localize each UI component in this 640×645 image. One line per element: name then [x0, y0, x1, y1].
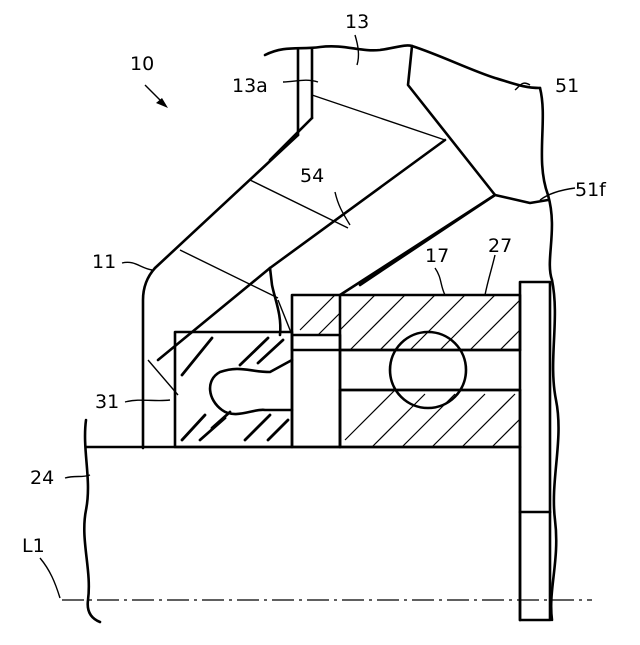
label-L1: L1 — [22, 535, 45, 557]
bearing-assembly — [292, 282, 550, 620]
shaft-24 — [84, 420, 520, 622]
housing-13-upper-diagonal — [270, 118, 312, 160]
housing-13-break-line — [265, 45, 412, 55]
bearing-ball — [390, 332, 466, 408]
housing-13 — [148, 45, 495, 395]
shaft-24-left-break — [84, 420, 100, 622]
label-51f: 51f — [575, 179, 607, 201]
part-51f-face — [495, 195, 548, 203]
label-10: 10 — [130, 53, 154, 75]
housing-13-section-line-4 — [148, 360, 178, 395]
seal-31-lip — [210, 360, 292, 414]
seal-31-hatch — [182, 338, 288, 440]
label-11: 11 — [92, 251, 116, 273]
label-27: 27 — [488, 235, 512, 257]
label-24: 24 — [30, 467, 54, 489]
part-54-upper-edge — [270, 140, 445, 268]
part-11 — [143, 268, 270, 448]
bearing-spacer — [292, 335, 340, 447]
housing-13-right-edge — [408, 46, 495, 195]
label-31: 31 — [95, 391, 119, 413]
part-11-outline — [143, 268, 155, 448]
arrowhead — [156, 98, 168, 108]
label-13a: 13a — [232, 75, 268, 97]
part-51 — [360, 46, 559, 620]
label-51: 51 — [555, 75, 579, 97]
housing-13-section-line-1 — [312, 95, 445, 140]
label-13: 13 — [345, 11, 369, 33]
leader-lines — [40, 35, 575, 598]
part-51-top-break — [412, 46, 540, 88]
outer-ring-hatch — [300, 295, 520, 350]
assembly-arrow — [145, 85, 168, 108]
seal-31 — [175, 300, 292, 447]
inner-ring-hatch — [345, 390, 520, 447]
end-plate — [520, 282, 550, 620]
label-54: 54 — [300, 165, 324, 187]
label-17: 17 — [425, 245, 449, 267]
part-54-lower-edge — [340, 195, 495, 295]
